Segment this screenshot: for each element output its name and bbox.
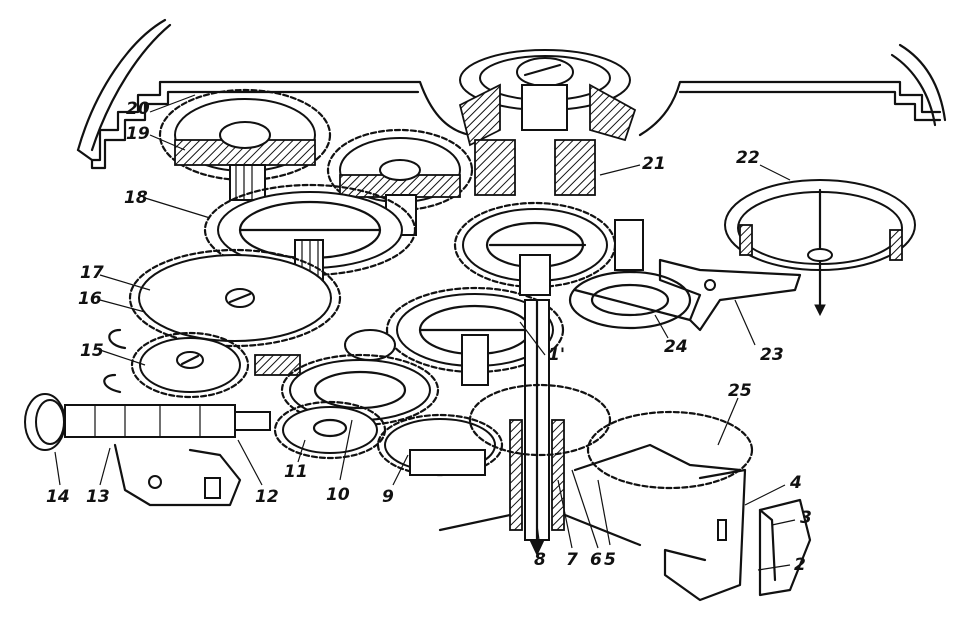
label-4: 4 [789, 473, 802, 493]
label-23: 23 [760, 345, 784, 365]
center-wheel [344, 286, 565, 386]
label-8: 8 [534, 550, 546, 570]
label-18: 18 [124, 188, 148, 208]
label-16: 16 [78, 289, 102, 309]
label-15: 15 [80, 341, 104, 361]
label-20: 20 [126, 99, 150, 119]
label-5: 5 [604, 550, 616, 570]
label-24: 24 [664, 337, 688, 357]
label-14: 14 [46, 487, 70, 507]
label-25: 25 [728, 381, 752, 401]
label-19: 19 [126, 124, 150, 144]
label-13: 13 [86, 487, 110, 507]
part-labels: 1' 2 3 4 5 6 7 8 9 10 11 12 13 14 15 16 … [46, 99, 812, 575]
top-plate [76, 18, 947, 170]
center-jewel-block [458, 49, 637, 196]
leader-lines [54, 94, 796, 571]
pallet-lever [658, 258, 802, 332]
gear-9-wheel [376, 413, 504, 477]
label-9: 9 [382, 487, 394, 507]
gear-16-wheel [130, 331, 301, 399]
label-12: 12 [255, 487, 279, 507]
click-spring [663, 468, 812, 602]
label-21: 21 [642, 154, 666, 174]
gear-19-wheel [158, 88, 332, 201]
escape-wheel [568, 270, 692, 330]
balance-wheel [724, 179, 916, 317]
setting-lever [103, 328, 242, 507]
label-1: 1' [548, 345, 565, 365]
third-wheel [453, 201, 644, 296]
label-17: 17 [80, 263, 104, 283]
label-22: 22 [736, 148, 760, 168]
label-6: 6 [590, 550, 602, 570]
gear-11-wheel [273, 400, 387, 460]
label-7: 7 [566, 550, 578, 570]
gear-18-wheel [203, 183, 417, 286]
gear-17-wheel [128, 248, 342, 348]
label-10: 10 [326, 485, 350, 505]
label-2: 2 [794, 555, 806, 575]
label-3: 3 [800, 508, 812, 528]
winding-stem [24, 393, 271, 451]
intermediate-wheel-top [326, 128, 474, 236]
center-post [438, 298, 642, 557]
hour-wheel [573, 410, 754, 490]
label-11: 11 [284, 462, 308, 482]
